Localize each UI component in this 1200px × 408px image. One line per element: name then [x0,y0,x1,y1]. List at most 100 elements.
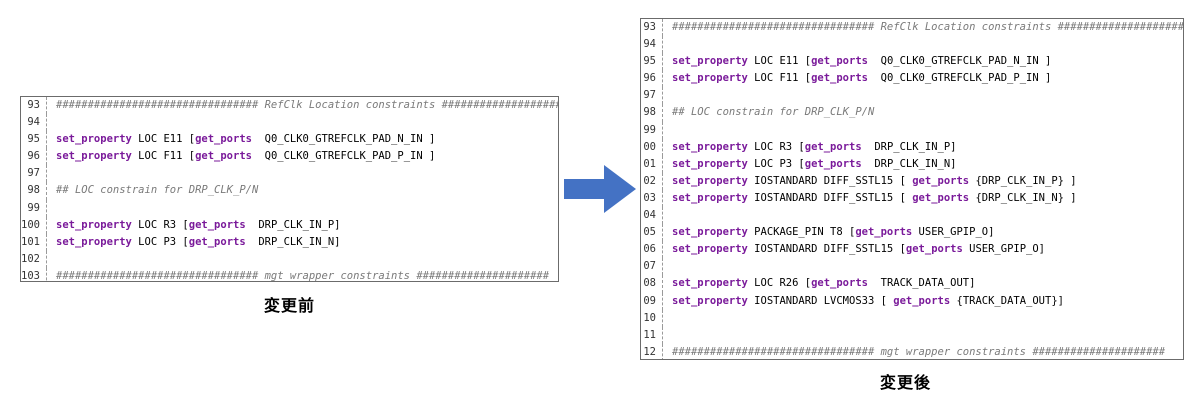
keyword-token: get_ports [804,157,862,170]
keyword-token: get_ports [912,174,970,187]
text-token: LOC F11 [ [131,150,196,163]
keyword-token: set_property [672,243,748,256]
line-content: set_property LOC P3 [get_ports DRP_CLK_I… [663,156,957,173]
code-line: 04 [641,207,1183,225]
keyword-token: set_property [56,133,132,146]
text-token: USER_GPIP_O] [912,226,995,239]
keyword-token: set_property [672,174,748,187]
line-number: 05 [641,224,663,242]
line-content: ################################ mgt wra… [47,268,550,282]
keyword-token: set_property [56,218,132,231]
line-number: 97 [641,87,663,105]
code-line: 97 [21,165,558,183]
line-number: 08 [641,275,663,293]
code-line: 102 [21,250,558,268]
keyword-token: get_ports [912,191,970,204]
keyword-token: set_property [672,294,748,307]
comment-token: ################################ mgt wra… [56,269,550,282]
text-token: TRACK_DATA_OUT] [867,277,976,290]
line-number: 93 [641,19,663,37]
comment-token: ## LOC constrain for DRP_CLK_P/N [56,184,259,197]
text-token: LOC F11 [ [747,72,812,85]
text-token: IOSTANDARD DIFF_SSTL15 [ [747,191,913,204]
line-number: 94 [641,36,663,54]
line-content: ################################ RefClk … [663,19,1183,36]
text-token: IOSTANDARD LVCMOS33 [ [747,294,894,307]
caption-after: 変更後 [880,373,932,392]
text-token: Q0_CLK0_GTREFCLK_PAD_N_IN ] [251,133,436,146]
line-number: 06 [641,241,663,259]
line-number: 96 [641,70,663,88]
line-number: 99 [21,199,47,217]
text-token: DRP_CLK_IN_N] [861,157,957,170]
keyword-token: get_ports [811,55,868,68]
line-number: 02 [641,172,663,190]
line-content: ## LOC constrain for DRP_CLK_P/N [663,104,874,121]
line-content: set_property IOSTANDARD DIFF_SSTL15 [ ge… [663,173,1077,190]
comment-token: ## LOC constrain for DRP_CLK_P/N [672,106,875,119]
comment-token: ################################ RefClk … [56,99,559,111]
keyword-token: set_property [672,226,748,239]
line-number: 102 [21,250,47,268]
line-number: 03 [641,189,663,208]
code-line: 07 [641,258,1183,276]
line-number: 00 [641,138,663,156]
text-token: Q0_CLK0_GTREFCLK_PAD_P_IN ] [251,150,436,163]
text-token: LOC E11 [ [131,133,196,146]
code-line: 93################################ RefCl… [641,19,1183,37]
line-number: 95 [641,53,663,71]
line-number: 10 [641,309,663,327]
code-line: 94 [641,36,1183,54]
text-token: DRP_CLK_IN_P] [861,140,957,153]
line-number: 94 [21,114,47,132]
code-line: 98## LOC constrain for DRP_CLK_P/N [641,104,1183,122]
line-number: 12 [641,343,663,359]
code-line: 99 [21,199,558,217]
line-content: set_property IOSTANDARD LVCMOS33 [ get_p… [663,293,1064,310]
line-content: set_property PACKAGE_PIN T8 [get_ports U… [663,224,994,241]
text-token: LOC R3 [ [747,140,805,153]
keyword-token: get_ports [905,243,963,256]
keyword-token: get_ports [195,133,252,146]
line-number: 97 [21,165,47,183]
line-number: 101 [21,233,47,251]
code-line: 97 [641,87,1183,105]
code-line: 11 [641,326,1183,344]
text-token: PACKAGE_PIN T8 [ [747,226,856,239]
text-token: {TRACK_DATA_OUT}] [950,294,1064,307]
line-content: set_property IOSTANDARD DIFF_SSTL15 [ ge… [663,190,1077,207]
comment-token: ################################ mgt wra… [672,345,1166,358]
text-token: {DRP_CLK_IN_N} ] [969,191,1077,204]
keyword-token: set_property [56,150,132,163]
code-line: 12 ################################ mgt w… [641,343,1183,359]
text-token: Q0_CLK0_GTREFCLK_PAD_N_IN ] [867,55,1052,68]
line-number: 09 [641,292,663,310]
keyword-token: get_ports [893,294,951,307]
keyword-token: get_ports [855,226,913,239]
line-content: ################################ RefClk … [47,97,559,114]
line-content: ## LOC constrain for DRP_CLK_P/N [47,182,258,199]
line-number: 99 [641,121,663,139]
keyword-token: get_ports [188,218,246,231]
keyword-token: get_ports [188,235,246,248]
line-content: set_property LOC E11 [get_ports Q0_CLK0_… [47,131,435,148]
keyword-token: set_property [672,72,748,85]
text-token: LOC P3 [ [747,157,805,170]
line-content: set_property LOC F11 [get_ports Q0_CLK0_… [47,148,435,165]
line-number: 98 [21,182,47,200]
line-number: 95 [21,131,47,149]
code-line: 98 ## LOC constrain for DRP_CLK_P/N [21,182,558,200]
line-number: 04 [641,207,663,225]
text-token: IOSTANDARD DIFF_SSTL15 [ [747,243,906,256]
keyword-token: set_property [672,140,748,153]
keyword-token: get_ports [811,277,868,290]
line-content: set_property LOC P3 [get_ports DRP_CLK_I… [47,234,341,251]
code-line: 06 set_property IOSTANDARD DIFF_SSTL15 [g… [641,241,1183,259]
